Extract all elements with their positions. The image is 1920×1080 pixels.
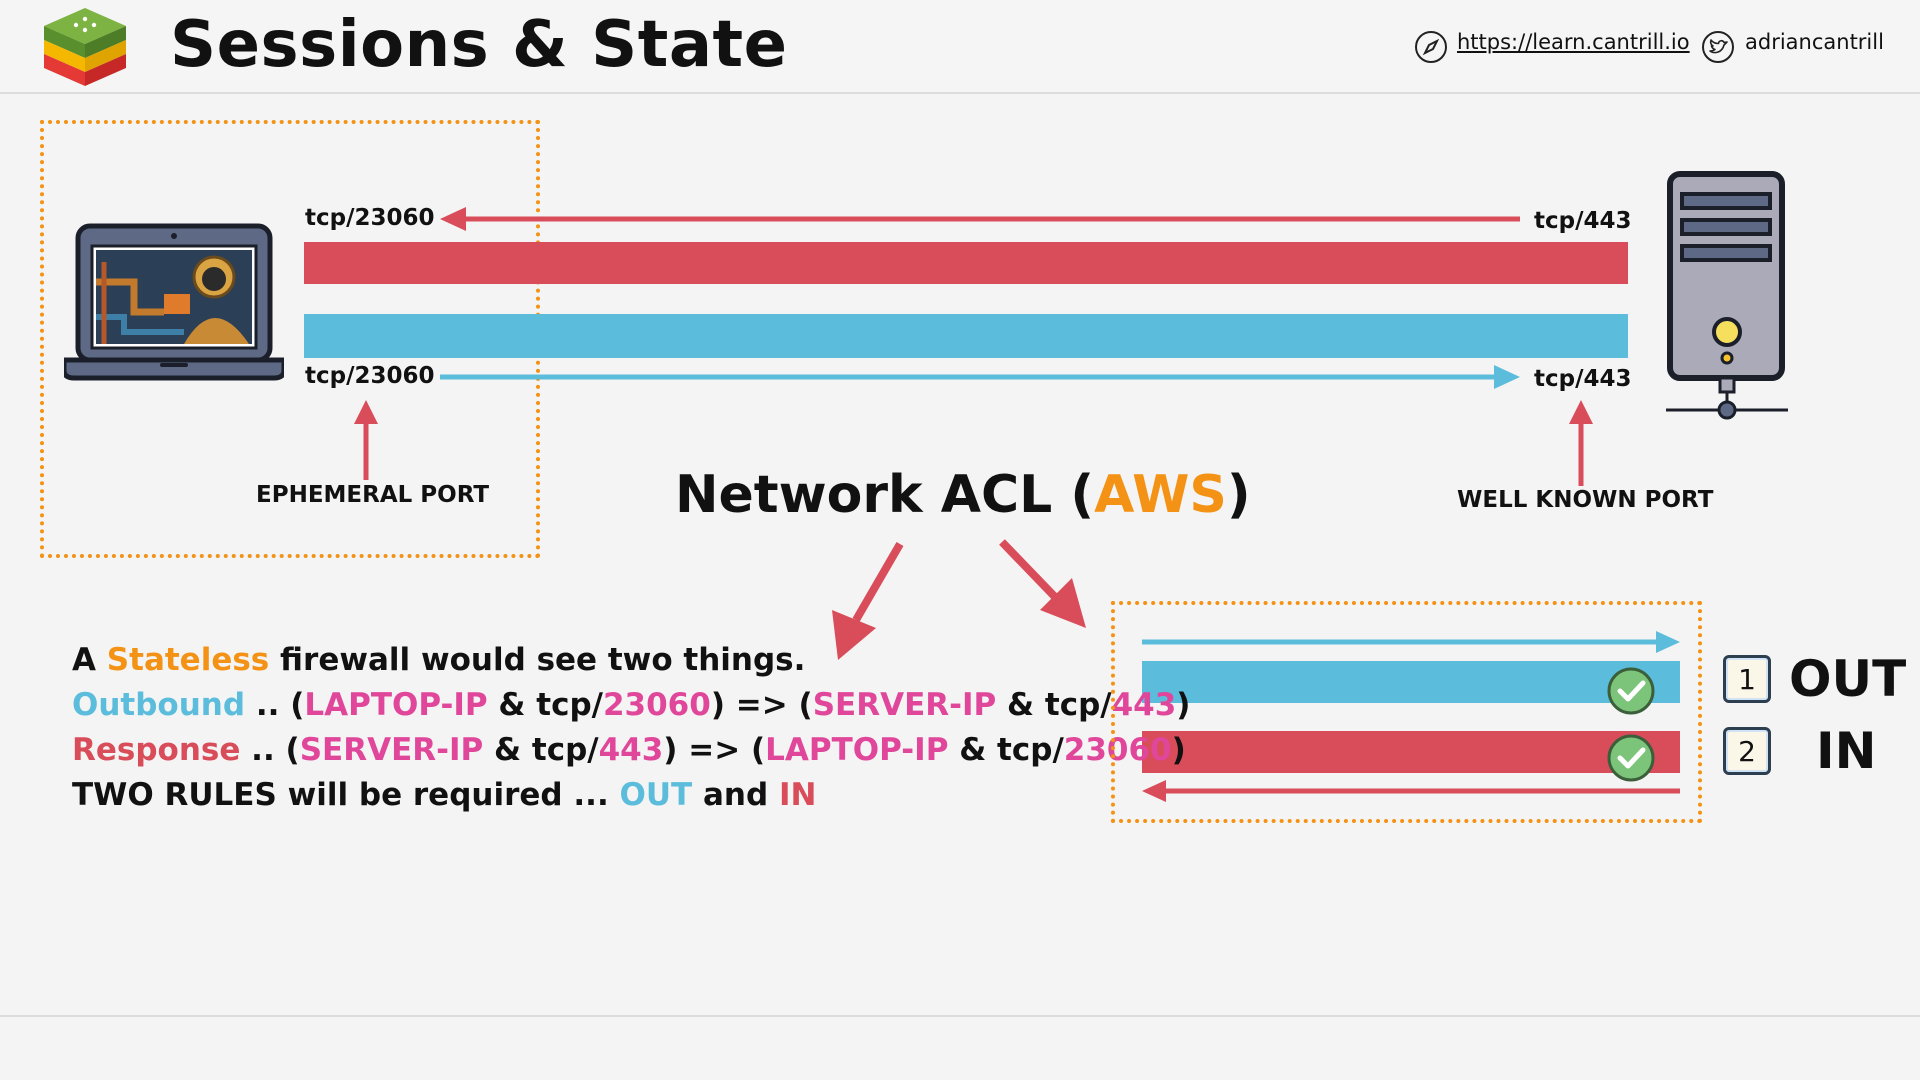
rule-1-label: OUT bbox=[1789, 650, 1907, 708]
well-known-port-pointer bbox=[1569, 400, 1593, 486]
rule-2-label: IN bbox=[1816, 722, 1877, 780]
server-port-top-label: tcp/443 bbox=[1534, 208, 1632, 234]
server-port-bottom-label: tcp/443 bbox=[1534, 366, 1632, 392]
acl-title-highlight: AWS bbox=[1094, 465, 1227, 525]
outbound-arrow bbox=[440, 365, 1520, 389]
laptop-icon bbox=[64, 223, 284, 381]
acl-title: Network ACL (AWS) bbox=[675, 465, 1251, 525]
explanation-line-3: Response .. (SERVER-IP & tcp/443) => (LA… bbox=[72, 732, 1186, 768]
acl-rules-box bbox=[1111, 601, 1702, 823]
footer-divider bbox=[0, 1015, 1920, 1017]
twitter-handle[interactable]: adriancantrill bbox=[1745, 30, 1884, 54]
server-icon bbox=[1666, 171, 1788, 420]
explanation-block: A Stateless firewall would see two thing… bbox=[72, 638, 1190, 818]
acl-right-pointer bbox=[999, 539, 1086, 628]
twitter-bird-icon bbox=[1702, 31, 1734, 63]
explanation-line-4: TWO RULES will be required ... OUT and I… bbox=[72, 777, 817, 813]
header-bar bbox=[0, 0, 1920, 94]
response-arrow bbox=[440, 207, 1520, 231]
rule-1-number-badge: 1 bbox=[1723, 655, 1771, 703]
compass-icon bbox=[1415, 31, 1447, 63]
explanation-line-2: Outbound .. (LAPTOP-IP & tcp/23060) => (… bbox=[72, 687, 1191, 723]
explanation-line-1: A Stateless firewall would see two thing… bbox=[72, 642, 806, 678]
laptop-port-top-label: tcp/23060 bbox=[305, 205, 435, 231]
rule-2-number-badge: 2 bbox=[1723, 727, 1771, 775]
layered-cube-logo bbox=[44, 8, 126, 86]
ephemeral-port-label: EPHEMERAL PORT bbox=[256, 482, 490, 508]
laptop-port-bottom-label: tcp/23060 bbox=[305, 363, 435, 389]
check-circle-icon bbox=[1607, 734, 1655, 782]
well-known-port-label: WELL KNOWN PORT bbox=[1457, 487, 1714, 513]
page-title: Sessions & State bbox=[170, 8, 788, 82]
website-link[interactable]: https://learn.cantrill.io bbox=[1457, 30, 1690, 54]
check-circle-icon bbox=[1607, 667, 1655, 715]
